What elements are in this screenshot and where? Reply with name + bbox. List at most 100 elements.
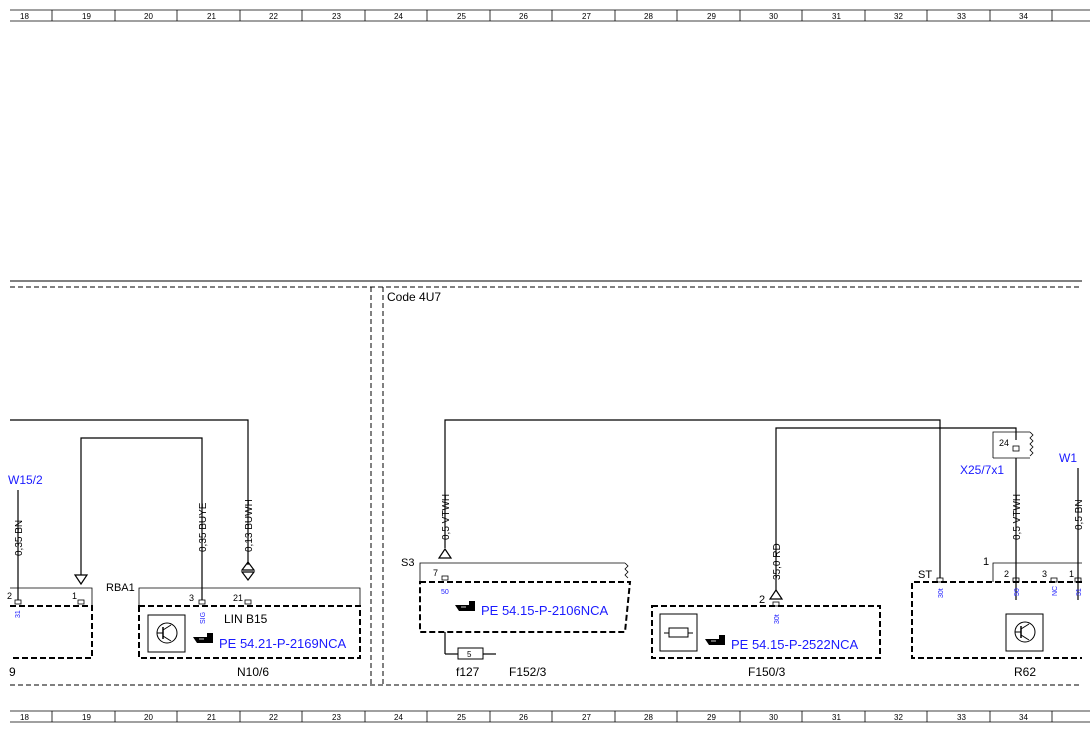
ruler-number: 27 <box>582 12 591 21</box>
fuse-box-icon <box>659 613 698 652</box>
connector-label-rba1: RBA1 <box>106 582 135 594</box>
fuse-label-f127: f127 <box>456 665 480 679</box>
left-area: W15/2 0,35 BN 0,35 BUYE 0,13 BUWH 2 1 31… <box>7 419 361 679</box>
ruler-number: 26 <box>519 713 528 722</box>
ruler-number: 32 <box>894 713 903 722</box>
ruler-number: 22 <box>269 12 278 21</box>
ruler-number: 31 <box>832 12 841 21</box>
pin-label: 7 <box>433 568 438 578</box>
ruler-number: 21 <box>207 713 216 722</box>
component-label-r62: R62 <box>1014 665 1036 679</box>
r62-component-box <box>911 581 1082 659</box>
ruler-number: 29 <box>707 713 716 722</box>
component-label-n10-6: N10/6 <box>237 665 269 679</box>
n10-connector-frame <box>138 587 361 606</box>
pin-label: 1 <box>983 556 989 568</box>
ruler-number: 23 <box>332 713 341 722</box>
wire-buye-route <box>80 437 203 600</box>
pin-label: 24 <box>999 438 1009 448</box>
ruler-number: 28 <box>644 12 653 21</box>
connector-label-s3: S3 <box>401 557 414 569</box>
ruler-number: 22 <box>269 713 278 722</box>
ruler-number: 31 <box>832 713 841 722</box>
ruler-number: 32 <box>894 12 903 21</box>
wire-ref-w1[interactable]: W1 <box>1059 451 1077 465</box>
pin-label: 1 <box>1069 569 1074 579</box>
hand-pointer-icon <box>193 633 213 643</box>
connector-arrow-down <box>73 574 89 586</box>
component-label-f150-3: F150/3 <box>748 665 786 679</box>
right-mid-area: 35,0 RD 2 30t PE 54.15-P-2522NCA F150/3 <box>651 427 1017 679</box>
wire-vtwh-route <box>444 419 941 578</box>
code-label: Code 4U7 <box>387 290 441 304</box>
pin-signal-50: 50 <box>1014 588 1021 596</box>
ruler-number: 30 <box>769 12 778 21</box>
connector-ref-x25-7x1[interactable]: X25/7x1 <box>960 463 1004 477</box>
ruler-number: 27 <box>582 713 591 722</box>
wire-label-vtwh: 0,5 VTWH <box>441 494 452 540</box>
pin-signal-31: 31 <box>1076 588 1083 596</box>
ruler-number: 24 <box>394 713 403 722</box>
link-pe-54-15-2106[interactable]: PE 54.15-P-2106NCA <box>481 603 609 618</box>
zigzag-break <box>1029 431 1034 457</box>
pin-signal-50: 50 <box>441 589 449 596</box>
connector-arrow-down <box>240 571 256 581</box>
hand-pointer-icon <box>705 635 725 645</box>
wire-label-rd: 35,0 RD <box>772 543 783 580</box>
wire-label-vtwh: 0,5 VTWH <box>1012 494 1023 540</box>
wire-buwh-route <box>10 419 249 565</box>
pin-label: 3 <box>189 593 194 603</box>
ruler-number: 19 <box>82 713 91 722</box>
ruler-number: 34 <box>1019 12 1028 21</box>
wire-label-buwh: 0,13 BUWH <box>244 499 255 552</box>
ruler-number: 30 <box>769 713 778 722</box>
fuse-value: 5 <box>467 650 472 659</box>
pin-label: 2 <box>759 594 765 606</box>
wire-rd-route <box>775 427 1017 590</box>
ruler-number: 26 <box>519 12 528 21</box>
ruler-number: 23 <box>332 12 341 21</box>
r62-connector-frame <box>992 562 1082 582</box>
transistor-icon <box>1005 613 1044 652</box>
ruler-number: 28 <box>644 713 653 722</box>
top-ruler: 18 19 20 21 22 23 24 25 26 27 28 29 30 3… <box>10 9 1090 22</box>
pin-signal-30t: 30t <box>774 614 781 624</box>
ruler-number: 19 <box>82 12 91 21</box>
pin-label: 2 <box>1004 569 1009 579</box>
left-connector-frame <box>10 587 93 606</box>
link-pe-54-21[interactable]: PE 54.21-P-2169NCA <box>219 636 347 651</box>
ruler-number: 21 <box>207 12 216 21</box>
connector-arrow-up <box>768 588 784 600</box>
pin-signal-30t: 30t <box>938 588 945 598</box>
connector-arrow-up <box>240 561 256 571</box>
wire-label-bn: 0,35 BN <box>14 520 25 556</box>
hand-pointer-icon <box>455 601 475 611</box>
pin-label: 21 <box>233 593 243 603</box>
wire-ref-w15-2[interactable]: W15/2 <box>8 473 43 487</box>
right-area: 24 X25/7x1 W1 0,5 VTWH 0,5 BN ST 30t 1 2… <box>911 431 1085 679</box>
mid-area: 0,5 VTWH S3 7 50 PE 54.15-P-2106NCA 5 f1… <box>401 419 941 679</box>
x25-frame <box>992 431 1030 458</box>
link-pe-54-15-2522[interactable]: PE 54.15-P-2522NCA <box>731 637 859 652</box>
f150-component-box <box>651 605 881 659</box>
ruler-number: 25 <box>457 713 466 722</box>
ruler-number: 24 <box>394 12 403 21</box>
zigzag-break <box>624 562 629 579</box>
wire-label-buye: 0,35 BUYE <box>198 502 209 552</box>
pin-label: 2 <box>7 591 12 601</box>
f152-connector-frame <box>419 562 625 582</box>
pin-label: 3 <box>1042 569 1047 579</box>
ruler-number: 20 <box>144 12 153 21</box>
left-component-box <box>10 605 93 659</box>
component-label-f152-3: F152/3 <box>509 665 547 679</box>
pin-signal-sig: SIG <box>200 612 207 624</box>
ruler-number: 33 <box>957 12 966 21</box>
ruler-number: 18 <box>20 713 29 722</box>
bottom-ruler: 18 19 20 21 22 23 24 25 26 27 28 29 30 3… <box>10 710 1090 723</box>
pin-label-st: ST <box>918 569 932 581</box>
ruler-number: 20 <box>144 713 153 722</box>
f152-component-box <box>419 581 632 633</box>
pin-signal-31: 31 <box>15 610 22 618</box>
ruler-number: 34 <box>1019 713 1028 722</box>
